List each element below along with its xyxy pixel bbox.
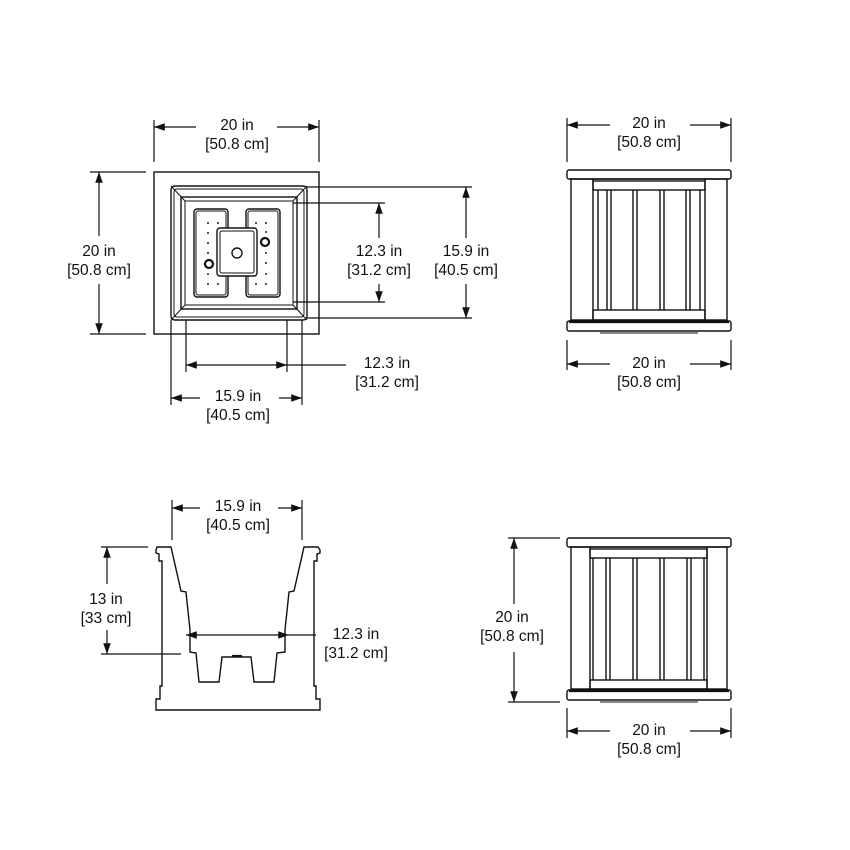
outer-rim <box>153 171 320 335</box>
dim-imperial: 12.3 in <box>355 243 403 260</box>
tv-inner-top-width-label: 15.9 in [40.5 cm] <box>206 387 270 425</box>
dim-metric: [50.8 cm] <box>480 628 544 645</box>
dim-metric: [50.8 cm] <box>67 262 131 279</box>
dim-imperial: 15.9 in <box>214 388 262 405</box>
dim-metric: [40.5 cm] <box>434 262 498 279</box>
dim-imperial: 13 in <box>89 591 123 608</box>
dim-metric: [31.2 cm] <box>324 645 388 662</box>
dim-metric: [40.5 cm] <box>206 407 270 424</box>
dim-metric: [50.8 cm] <box>617 134 681 151</box>
cs-opening-label: 15.9 in [40.5 cm] <box>206 497 270 535</box>
tv-inner-bottom-width-label: 12.3 in [31.2 cm] <box>355 354 419 392</box>
front-view-lower <box>508 537 732 738</box>
tv-height-label: 20 in [50.8 cm] <box>67 242 131 280</box>
tv-inner-top-depth-label: 15.9 in [40.5 cm] <box>434 242 498 280</box>
fv2-base-width-label: 20 in [50.8 cm] <box>617 721 681 759</box>
dim-imperial: 20 in <box>220 117 254 134</box>
dim-imperial: 20 in <box>632 722 666 739</box>
dim-imperial: 20 in <box>632 115 666 132</box>
fv1-base-width-label: 20 in [50.8 cm] <box>617 354 681 392</box>
dim-imperial: 20 in <box>495 609 529 626</box>
fv1-top-width-label: 20 in [50.8 cm] <box>617 114 681 152</box>
dim-imperial: 20 in <box>82 243 116 260</box>
dim-metric: [50.8 cm] <box>205 136 269 153</box>
front-view-upper <box>566 118 732 370</box>
dim-imperial: 15.9 in <box>214 498 262 515</box>
drain-hole <box>231 247 243 259</box>
dim-metric: [33 cm] <box>80 610 132 627</box>
cs-depth-label: 13 in [33 cm] <box>81 590 132 628</box>
dim-metric: [31.2 cm] <box>347 262 411 279</box>
cross-section <box>101 500 321 711</box>
dim-metric: [31.2 cm] <box>355 374 419 391</box>
cs-bottom-width-label: 12.3 in [31.2 cm] <box>324 625 388 663</box>
dim-metric: [40.5 cm] <box>206 517 270 534</box>
dim-metric: [50.8 cm] <box>617 741 681 758</box>
dim-imperial: 12.3 in <box>363 355 411 372</box>
top-view <box>90 120 472 405</box>
dim-imperial: 15.9 in <box>442 243 490 260</box>
tv-inner-bottom-depth-label: 12.3 in [31.2 cm] <box>347 242 411 280</box>
dim-imperial: 20 in <box>632 355 666 372</box>
fv2-height-label: 20 in [50.8 cm] <box>480 608 544 646</box>
dim-metric: [50.8 cm] <box>617 374 681 391</box>
tv-width-label: 20 in [50.8 cm] <box>205 116 269 154</box>
dim-imperial: 12.3 in <box>332 626 380 643</box>
center-pad <box>216 227 258 277</box>
